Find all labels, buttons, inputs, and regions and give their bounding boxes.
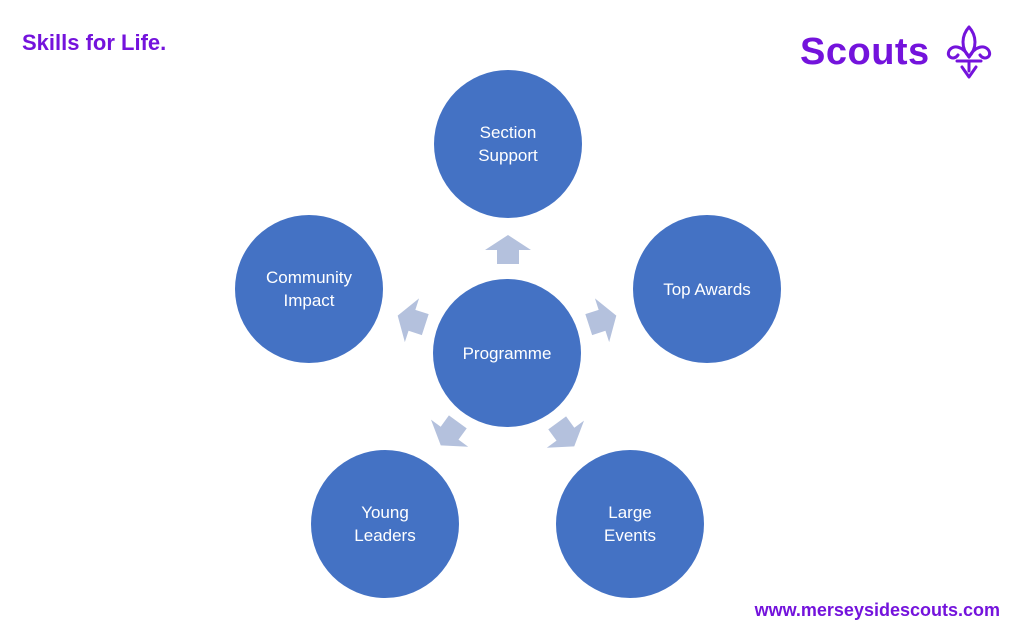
center-label: Programme bbox=[462, 343, 552, 363]
arrow-to-young-leaders bbox=[430, 415, 469, 447]
brand-logo[interactable]: Scouts bbox=[800, 24, 994, 80]
node-label: Section Support bbox=[478, 123, 538, 165]
footer-website-link[interactable]: www.merseysidescouts.com bbox=[754, 600, 1000, 620]
node-top-awards[interactable]: Top Awards bbox=[633, 215, 781, 363]
fleur-de-lis-icon bbox=[946, 25, 991, 79]
node-label: Community Impact bbox=[266, 268, 352, 310]
node-section-support[interactable]: Section Support bbox=[434, 70, 582, 218]
tagline: Skills for Life. bbox=[22, 30, 167, 55]
arrow-to-top-awards bbox=[585, 298, 617, 343]
node-programme-center[interactable]: Programme bbox=[433, 279, 581, 427]
arrow-to-large-events bbox=[546, 416, 585, 448]
brand-name: Scouts bbox=[800, 30, 930, 73]
arrow-to-section-support bbox=[485, 235, 531, 264]
node-community-impact[interactable]: Community Impact bbox=[235, 215, 383, 363]
node-label: Young Leaders bbox=[354, 503, 416, 545]
node-young-leaders[interactable]: Young Leaders bbox=[311, 450, 459, 598]
arrow-to-community-impact bbox=[397, 298, 429, 343]
node-label: Large Events bbox=[604, 503, 656, 545]
node-label: Top Awards bbox=[663, 279, 751, 299]
node-large-events[interactable]: Large Events bbox=[556, 450, 704, 598]
